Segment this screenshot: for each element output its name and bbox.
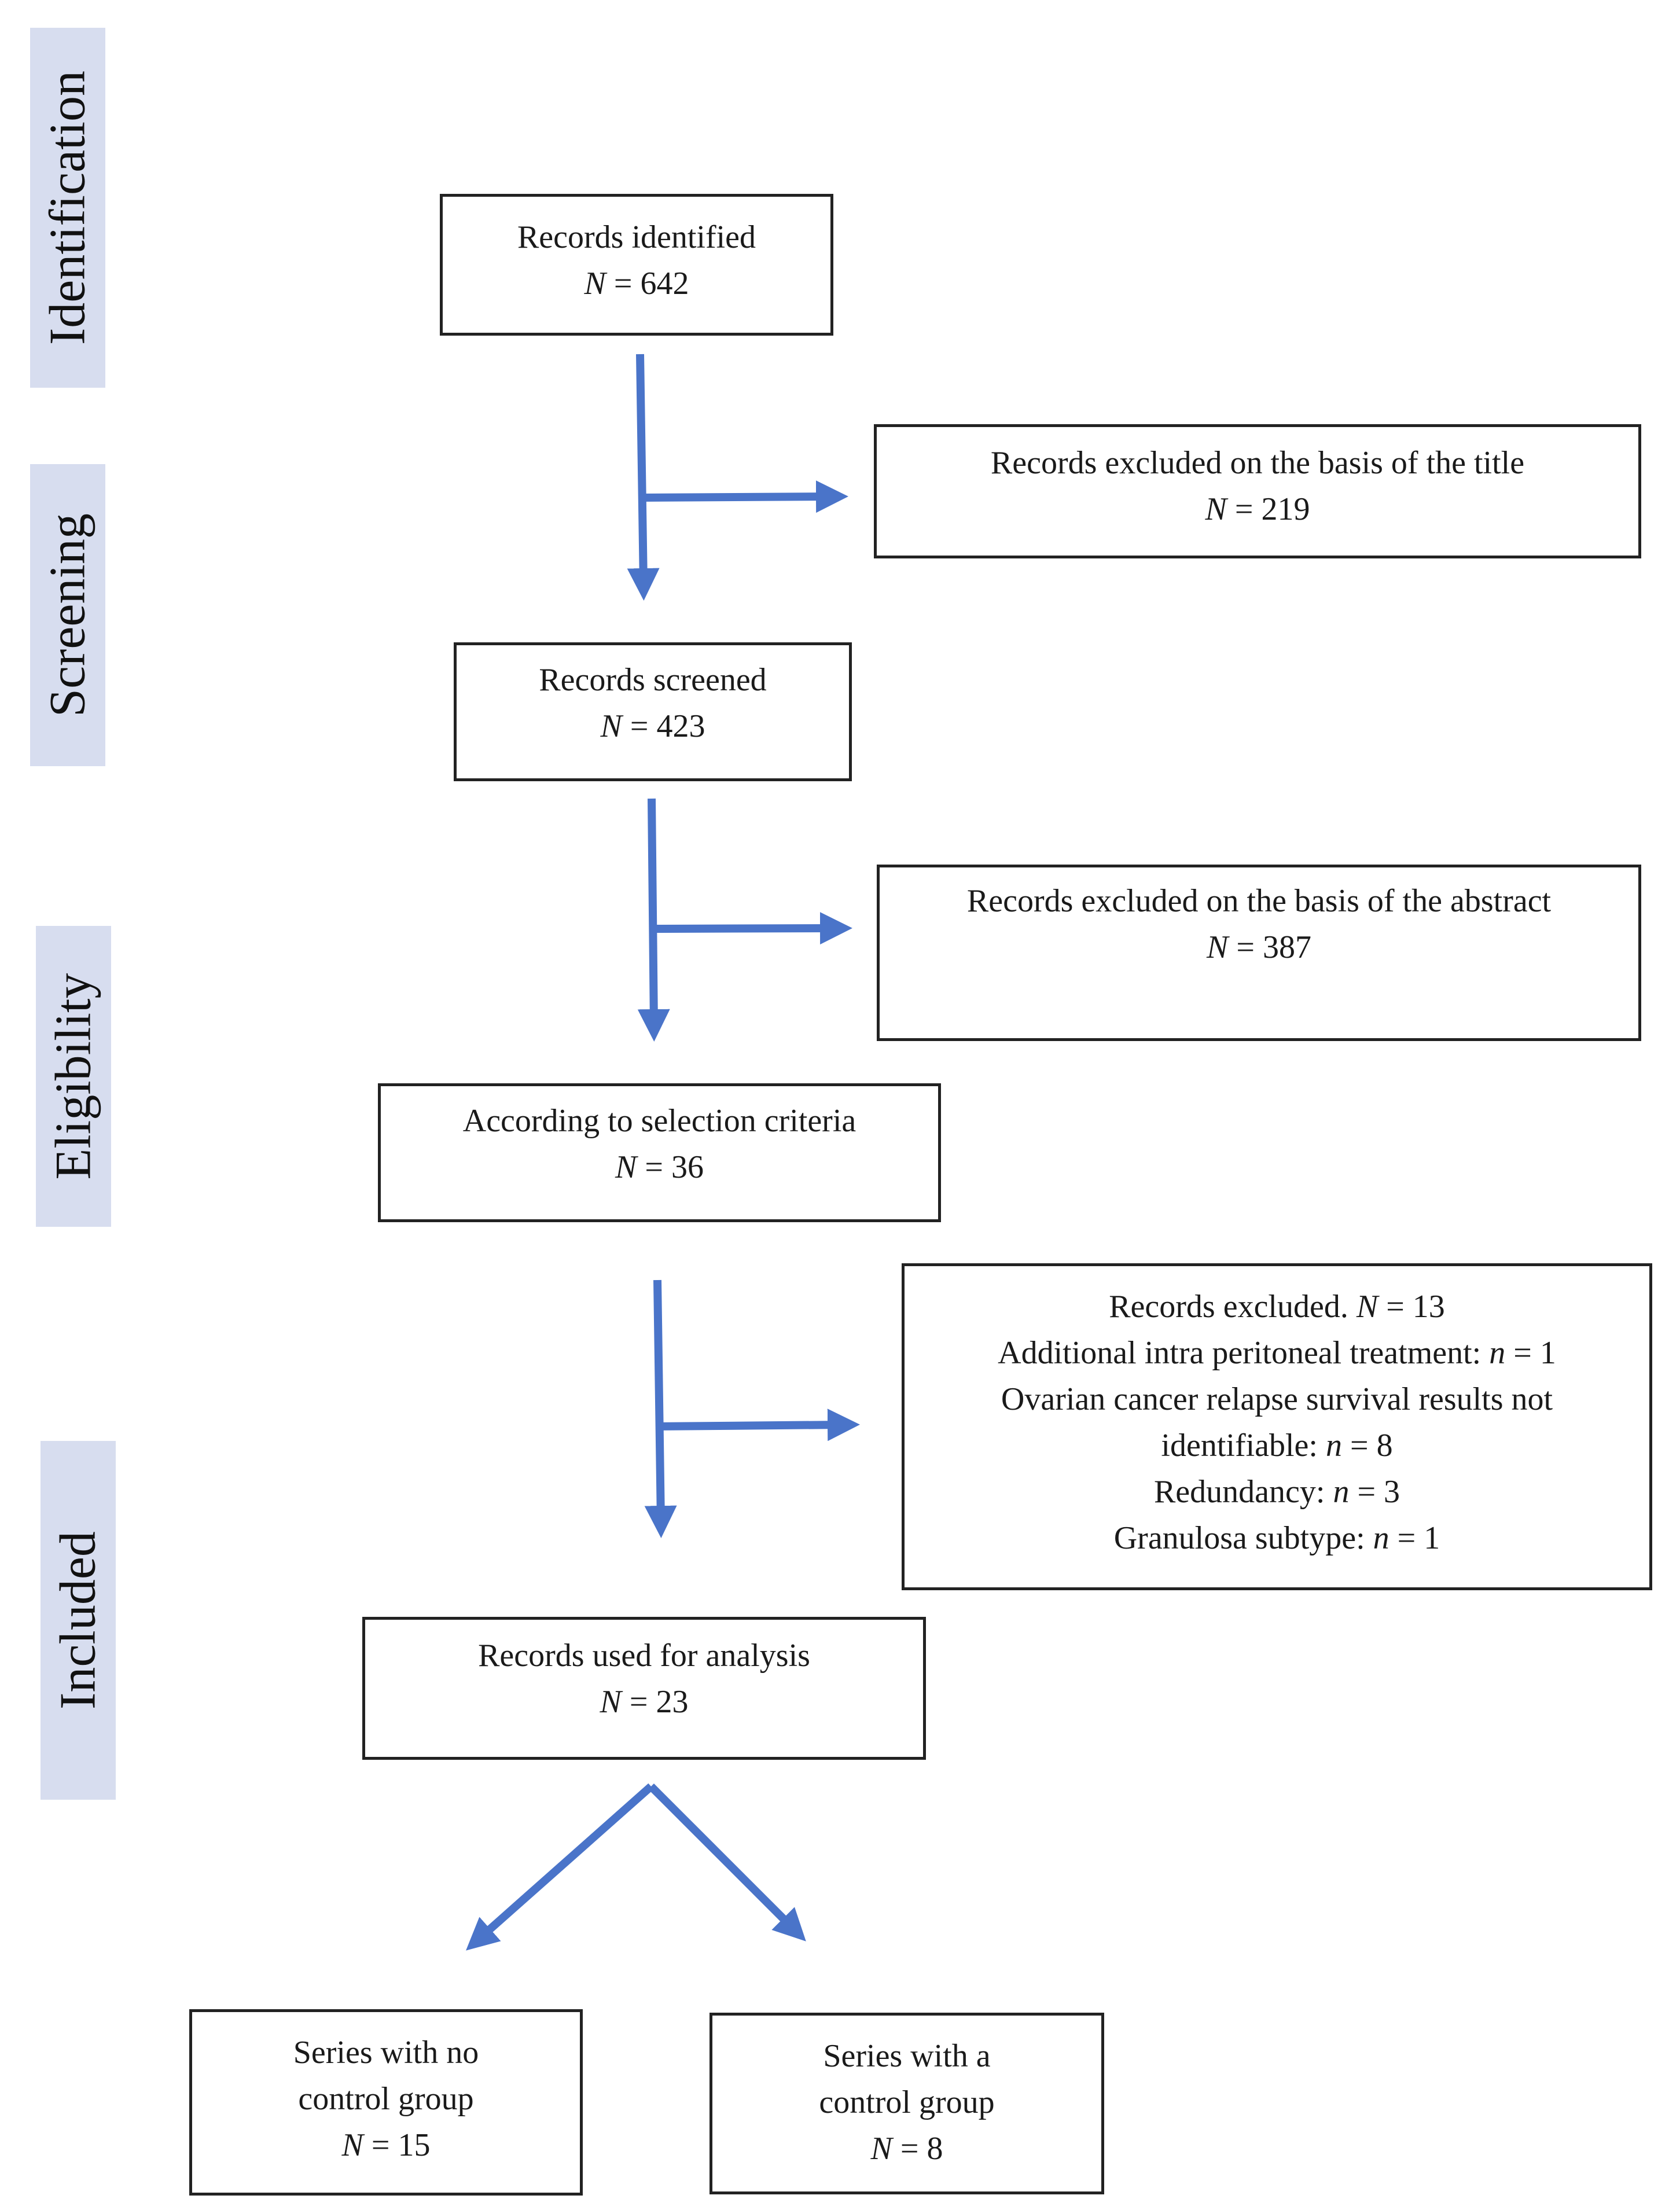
no-control-group-box: Series with no control group N = 15 — [189, 2009, 583, 2196]
excluded-granulosa-count: = 1 — [1397, 1520, 1440, 1556]
stage-bar-screening: Screening — [30, 464, 105, 766]
excluded-relapse-label: Ovarian cancer relapse survival results … — [1001, 1381, 1553, 1417]
selection-criteria-title: According to selection criteria — [462, 1103, 856, 1139]
records-identified-title: Records identified — [517, 219, 756, 255]
records-screened-n-symbol: N — [600, 708, 622, 744]
with-control-line2: control group — [819, 2084, 995, 2120]
arrow-to-excluded-abstract — [651, 912, 852, 945]
excluded-identifiable-n-symbol: n — [1325, 1428, 1342, 1463]
excluded-abstract-box: Records excluded on the basis of the abs… — [877, 865, 1641, 1041]
arrow-to-excluded-13 — [657, 1409, 860, 1442]
no-control-line2: control group — [298, 2081, 474, 2117]
records-identified-n-symbol: N — [584, 266, 606, 301]
no-control-n-symbol: N — [341, 2127, 363, 2163]
excluded-title-count: = 219 — [1234, 491, 1310, 527]
excluded-title-label: Records excluded on the basis of the tit… — [990, 445, 1525, 481]
excluded-13-n-symbol: N — [1356, 1289, 1378, 1325]
records-analysis-n-symbol: N — [600, 1684, 622, 1720]
stage-bar-included: Included — [41, 1441, 116, 1800]
excluded-granulosa-n-symbol: n — [1373, 1520, 1389, 1556]
arrow-selection-to-analysis — [644, 1279, 677, 1538]
arrow-to-excluded-title — [639, 480, 848, 513]
records-screened-box: Records screened N = 423 — [454, 642, 852, 781]
excluded-redundancy-count: = 3 — [1357, 1474, 1400, 1510]
excluded-title-box: Records excluded on the basis of the tit… — [874, 424, 1641, 558]
excluded-ip-treatment-n-symbol: n — [1489, 1335, 1506, 1371]
selection-criteria-box: According to selection criteria N = 36 — [378, 1083, 941, 1222]
records-analysis-count: = 23 — [629, 1684, 689, 1720]
excluded-abstract-count: = 387 — [1236, 929, 1311, 965]
arrow-to-with-control — [648, 1784, 806, 1941]
records-analysis-box: Records used for analysis N = 23 — [362, 1617, 926, 1760]
stage-bar-eligibility: Eligibility — [36, 926, 111, 1227]
records-screened-title: Records screened — [539, 662, 767, 698]
excluded-ip-treatment-label: Additional intra peritoneal treatment: — [998, 1335, 1482, 1371]
records-screened-count: = 423 — [630, 708, 705, 744]
excluded-redundancy-label: Redundancy: — [1153, 1474, 1325, 1510]
selection-criteria-count: = 36 — [645, 1149, 704, 1185]
excluded-13-box: Records excluded. N = 13 Additional intr… — [902, 1263, 1652, 1590]
records-identified-box: Records identified N = 642 — [440, 194, 833, 336]
records-analysis-title: Records used for analysis — [478, 1638, 810, 1674]
stage-bar-identification: Identification — [30, 28, 105, 388]
arrow-identified-to-screened — [627, 354, 660, 601]
excluded-redundancy-n-symbol: n — [1333, 1474, 1350, 1510]
excluded-identifiable-label: identifiable: — [1161, 1428, 1318, 1463]
excluded-abstract-n-symbol: N — [1207, 929, 1229, 965]
excluded-ip-treatment-count: = 1 — [1513, 1335, 1556, 1371]
with-control-line1: Series with a — [823, 2038, 991, 2074]
excluded-13-count: = 13 — [1386, 1289, 1445, 1325]
arrow-screened-to-selection — [637, 798, 670, 1042]
excluded-abstract-label: Records excluded on the basis of the abs… — [966, 883, 1552, 919]
excluded-granulosa-label: Granulosa subtype: — [1113, 1520, 1365, 1556]
arrow-to-no-control — [466, 1783, 654, 1951]
with-control-n-symbol: N — [870, 2131, 892, 2167]
no-control-line1: Series with no — [293, 2035, 479, 2071]
excluded-identifiable-count: = 8 — [1350, 1428, 1393, 1463]
excluded-title-n-symbol: N — [1205, 491, 1227, 527]
records-identified-count: = 642 — [613, 266, 689, 301]
with-control-group-box: Series with a control group N = 8 — [710, 2013, 1104, 2194]
with-control-count: = 8 — [900, 2131, 943, 2167]
selection-criteria-n-symbol: N — [615, 1149, 637, 1185]
no-control-count: = 15 — [371, 2127, 431, 2163]
excluded-13-prefix: Records excluded. — [1109, 1289, 1348, 1325]
